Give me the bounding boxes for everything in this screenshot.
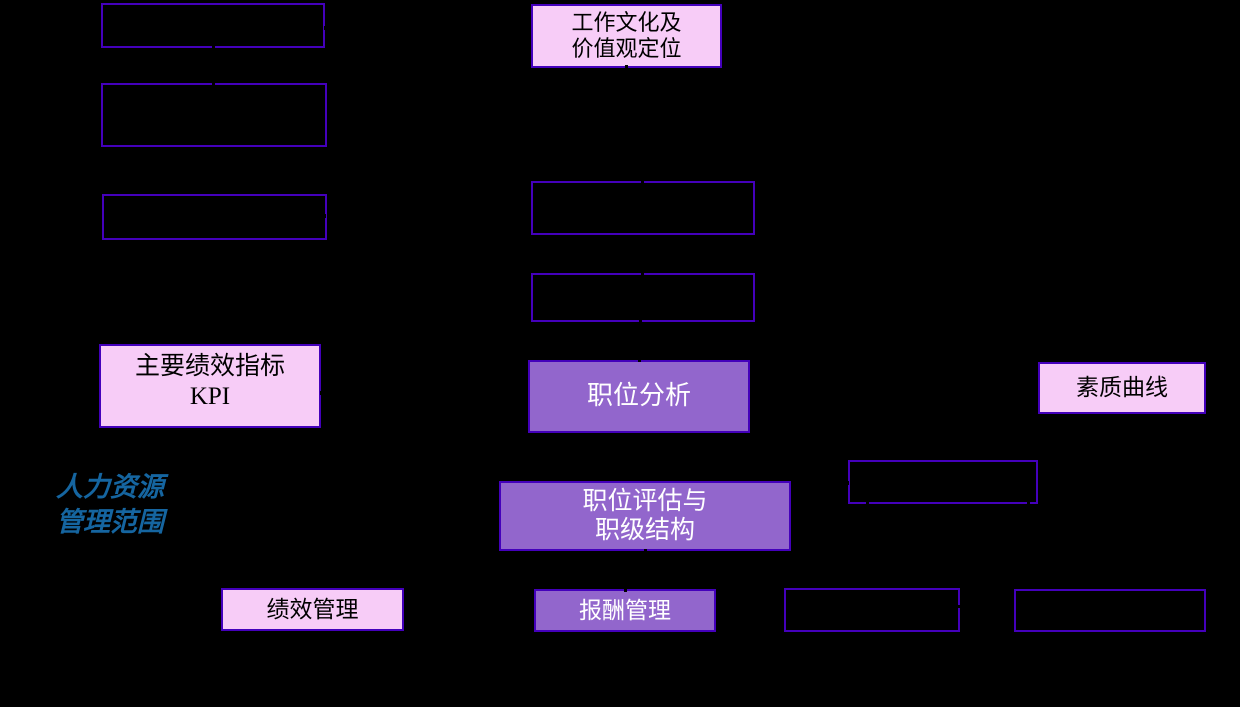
node-label: 职位评估与 职级结构 [582,487,708,545]
arrow-icon [521,393,528,401]
node-empty-center-upper[interactable] [531,181,755,235]
connector-tick [1027,501,1030,506]
node-empty-bottom-right[interactable] [1014,589,1206,632]
connector-tick [324,26,327,30]
node-compensation-management[interactable]: 报酬管理 [534,589,716,632]
connector-tick [845,481,849,485]
node-performance-management[interactable]: 绩效管理 [221,588,404,631]
connector-tick [1017,610,1020,614]
connector-tick [641,179,644,184]
connector-tick [644,549,647,554]
node-label: 报酬管理 [579,597,671,623]
connector-tick [866,501,869,506]
node-label: 工作文化及 价值观定位 [571,10,682,61]
connector-tick [212,81,215,85]
node-empty-right-mid[interactable] [848,460,1038,504]
node-label: 职位分析 [586,381,691,411]
node-competency-curve[interactable]: 素质曲线 [1038,362,1206,414]
node-job-evaluation-grade[interactable]: 职位评估与 职级结构 [499,481,791,551]
connector-tick [956,605,960,608]
node-label: 素质曲线 [1076,375,1168,401]
node-label: 绩效管理 [266,596,359,622]
side-label-hr-scope: 人力资源 管理范围 [56,472,164,538]
connector-tick [639,319,642,324]
connector-tick [527,25,531,28]
connector-tick [641,271,644,276]
node-work-culture-values[interactable]: 工作文化及 价值观定位 [531,4,722,68]
node-kpi[interactable]: 主要绩效指标 KPI [99,344,321,428]
node-empty-top-left[interactable] [101,3,325,48]
connector-tick [1010,605,1014,608]
connector-tick [638,357,641,362]
connector-tick [625,65,628,71]
connector-tick [320,391,325,395]
node-label: 主要绩效指标 KPI [134,353,285,410]
node-empty-mid-left[interactable] [102,194,327,240]
connector-tick [787,610,790,614]
node-empty-upper-left[interactable] [101,83,327,147]
node-empty-bottom-center-right[interactable] [784,588,960,632]
connector-tick [404,605,408,608]
connector-tick [212,45,215,49]
connector-tick [322,214,326,218]
connector-tick [624,586,627,592]
node-empty-center-mid[interactable] [531,273,755,322]
connector-tick [750,392,754,395]
node-job-analysis[interactable]: 职位分析 [528,360,750,433]
